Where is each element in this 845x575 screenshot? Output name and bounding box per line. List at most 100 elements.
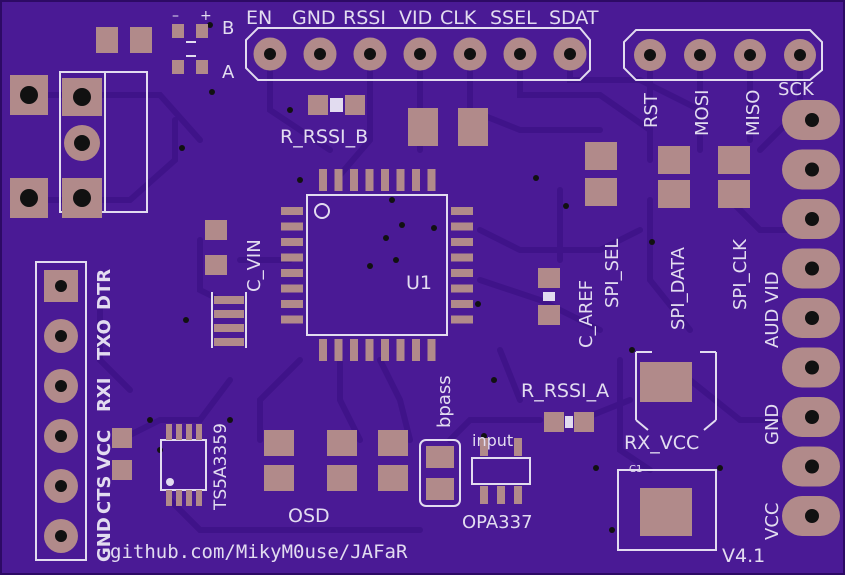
pin-label-sdat: SDAT (549, 7, 599, 29)
label-spi-data: SPI_DATA (668, 246, 689, 330)
polarity-minus: – (172, 8, 179, 24)
pin-label-rssi: RSSI (343, 7, 386, 29)
u1-pin-top (319, 169, 327, 191)
label-dtr: DTR (94, 269, 115, 310)
u1-pin-left (281, 300, 303, 308)
edge-pad-hole (805, 113, 819, 127)
pin-label-ssel: SSEL (490, 7, 537, 29)
u1-pin-left (281, 238, 303, 246)
u1-pin-right (451, 315, 473, 324)
u1-pin-right (451, 238, 473, 246)
spi-jumper-pads (585, 142, 750, 208)
edge-pad-hole (805, 261, 819, 276)
u1-pin-left (281, 269, 303, 277)
label-txo: TXO (94, 319, 115, 360)
spi-label-miso: MISO (743, 90, 764, 136)
edge-pad-hole (805, 311, 819, 325)
u1-pin-left (281, 222, 303, 231)
u1-pin-left (281, 253, 303, 262)
label-gnd-left: GND (94, 517, 115, 562)
u1-pin-bottom (381, 339, 389, 361)
u1-pin-top (427, 169, 436, 191)
label-cts: CTS (94, 476, 115, 514)
u1-pin-bottom (334, 339, 343, 361)
osd-pads (264, 430, 408, 491)
u1-pin-top (365, 169, 374, 191)
u1-pin-right (451, 222, 473, 231)
pad-r-rssi-b-1 (408, 108, 438, 146)
top-left-silk (186, 41, 196, 57)
u1-pin-right (451, 253, 473, 262)
u1-pin-top (350, 169, 358, 191)
u1-pin-left (281, 207, 303, 215)
regulator (211, 292, 247, 348)
label-opa337: OPA337 (462, 512, 533, 533)
right-edge-pads (782, 100, 840, 536)
spi-header (623, 29, 823, 81)
u1-pin-bottom (365, 339, 374, 361)
top-header-labels: EN GND RSSI VID CLK SSEL SDAT (246, 7, 599, 29)
u1-pin-top (412, 169, 420, 191)
label-bpass: bpass (434, 375, 455, 428)
label-rx-vcc: RX_VCC (624, 432, 699, 454)
u1-pin-bottom (427, 339, 436, 361)
label-osd: OSD (288, 505, 330, 527)
pin-label-vid: VID (399, 7, 432, 29)
label-c-aref: C_AREF (576, 280, 597, 348)
edge-pad-hole (805, 410, 819, 424)
cap-c-vin (205, 220, 227, 275)
rx-vcc-regulator (635, 351, 717, 431)
label-vcc-left: VCC (94, 430, 115, 470)
label-c-vin: C_VIN (244, 239, 265, 292)
edge-pad-hole (805, 360, 819, 375)
label-input: input (472, 431, 513, 450)
label-c1: C1 (629, 464, 642, 475)
label-url: github.com/MikyM0use/JAFaR (110, 541, 408, 563)
u1-pin-top (396, 169, 405, 191)
u1-chip (281, 169, 473, 361)
top-header (245, 27, 591, 81)
label-ts5a3359: TS5A3359 (211, 423, 231, 511)
pin-label-clk: CLK (440, 7, 477, 29)
ts5a3359-chip (160, 424, 207, 506)
label-r-rssi-a: R_RSSI_A (521, 380, 609, 402)
polarity-plus: + (200, 8, 212, 24)
u1-pin-top (381, 169, 389, 191)
bpass-jumper (419, 439, 461, 507)
left-header (35, 261, 87, 561)
label-u1: U1 (406, 272, 432, 294)
u1-pin-right (451, 300, 473, 308)
pad-label-b: B (222, 18, 234, 39)
cap-c1 (617, 469, 717, 551)
u1-pin-left (281, 284, 303, 293)
spi-label-mosi: MOSI (692, 90, 713, 136)
u1-pin-left (281, 315, 303, 324)
power-connector (10, 71, 148, 218)
pin-label-en: EN (246, 7, 272, 29)
pad-label-a: A (222, 62, 235, 83)
edge-pad-hole (805, 509, 819, 523)
u1-pin-right (451, 269, 473, 277)
label-rxi: RXI (94, 378, 115, 412)
resistor-rssi-b (308, 95, 365, 115)
u1-pin-right (451, 284, 473, 293)
label-spi-sel: SPI_SEL (602, 239, 623, 308)
label-vcc-right: VCC (762, 503, 783, 540)
edge-pad-hole (805, 459, 819, 474)
label-aud-vid: AUD VID (762, 271, 783, 348)
pin-label-gnd: GND (292, 7, 336, 29)
u1-pin-bottom (350, 339, 358, 361)
spi-label-rst: RST (641, 92, 662, 128)
label-gnd-right: GND (762, 404, 783, 445)
cap-c-aref (538, 268, 560, 325)
edge-pad-hole (805, 212, 819, 226)
top-left-pads (96, 24, 208, 74)
label-r-rssi-b: R_RSSI_B (280, 126, 368, 148)
ts-caps (112, 428, 132, 480)
edge-pad-hole (805, 162, 819, 177)
u1-pin-bottom (396, 339, 405, 361)
u1-pin-bottom (319, 339, 327, 361)
u1-pin-bottom (412, 339, 420, 361)
u1-pin-top (334, 169, 343, 191)
